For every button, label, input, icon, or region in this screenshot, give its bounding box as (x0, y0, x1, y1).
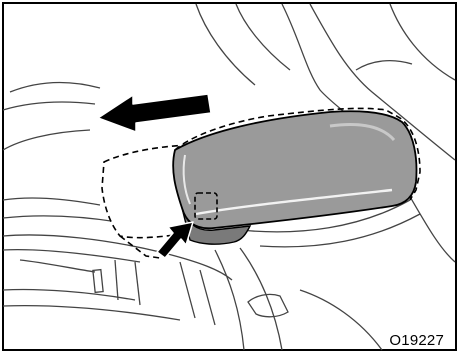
figure-code: O19227 (388, 333, 445, 349)
